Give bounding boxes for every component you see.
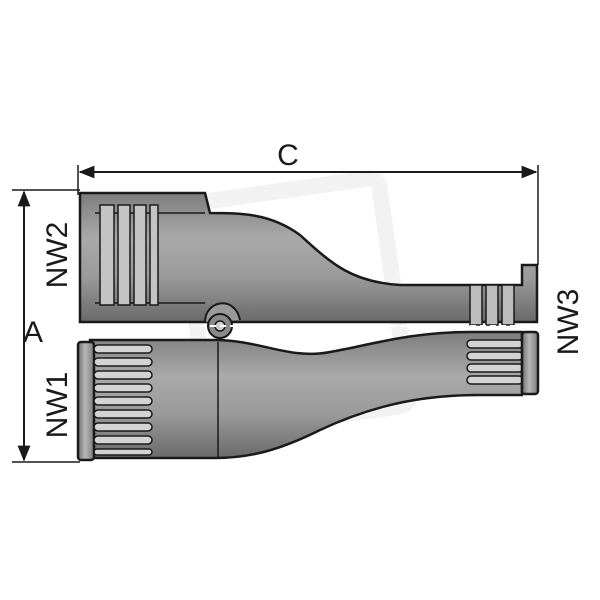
nw1-nut-ribs [93, 344, 153, 456]
dimension-a [12, 189, 80, 463]
label-a: A [23, 316, 43, 349]
lower-branch-body [76, 330, 540, 462]
label-nw3: NW3 [552, 289, 585, 356]
nw3-socket-ribs [469, 284, 515, 326]
label-c: C [277, 139, 299, 172]
label-nw1: NW1 [41, 372, 74, 439]
nw2-socket-ribs [99, 204, 159, 306]
label-nw2: NW2 [41, 222, 74, 289]
upper-branch-body [78, 191, 539, 326]
